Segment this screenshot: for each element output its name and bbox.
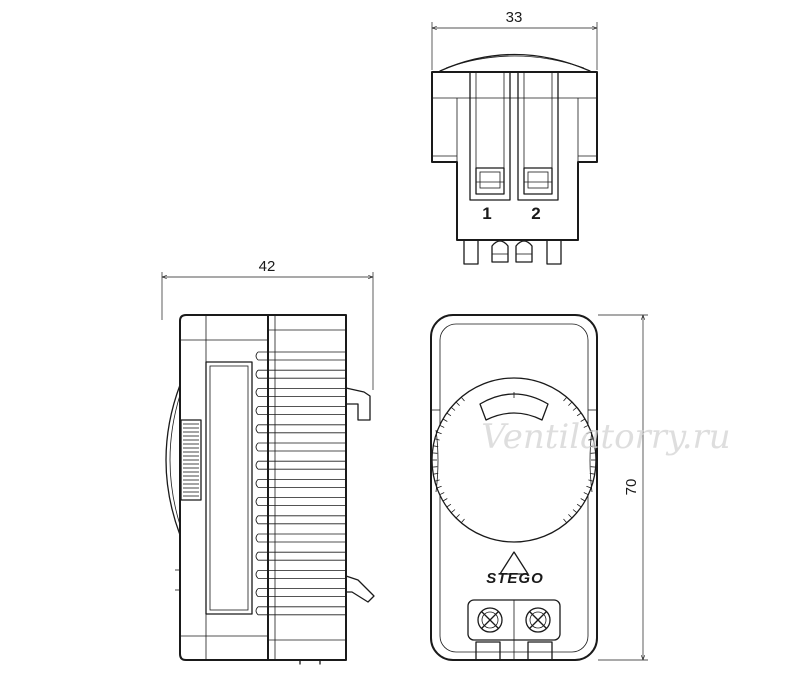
top-view: 33 1 2 — [431, 9, 598, 265]
watermark-text: Ventilatorry.ru — [481, 417, 730, 457]
dimension-side-width: 42 — [161, 258, 374, 390]
terminal-screws — [467, 599, 561, 661]
terminal-slot-1 — [469, 71, 511, 201]
dimension-label-33: 33 — [506, 9, 523, 26]
side-view: 42 — [161, 258, 375, 665]
dimension-top-width: 33 — [431, 9, 598, 70]
brand-text: STEGO — [486, 570, 544, 587]
temperature-dial — [431, 377, 597, 543]
cooling-fins — [255, 351, 346, 616]
dimension-label-70: 70 — [623, 479, 640, 496]
dimension-front-height: 70 — [598, 314, 648, 661]
dimension-label-42: 42 — [259, 258, 276, 275]
terminal-label-1: 1 — [482, 204, 491, 223]
brand-logo: STEGO — [486, 551, 544, 587]
side-thumbwheel — [183, 423, 199, 497]
terminal-label-2: 2 — [531, 204, 540, 223]
front-view: 70 STEGO — [430, 314, 648, 661]
terminal-slot-2 — [517, 71, 559, 201]
dial-knurling — [432, 396, 596, 524]
